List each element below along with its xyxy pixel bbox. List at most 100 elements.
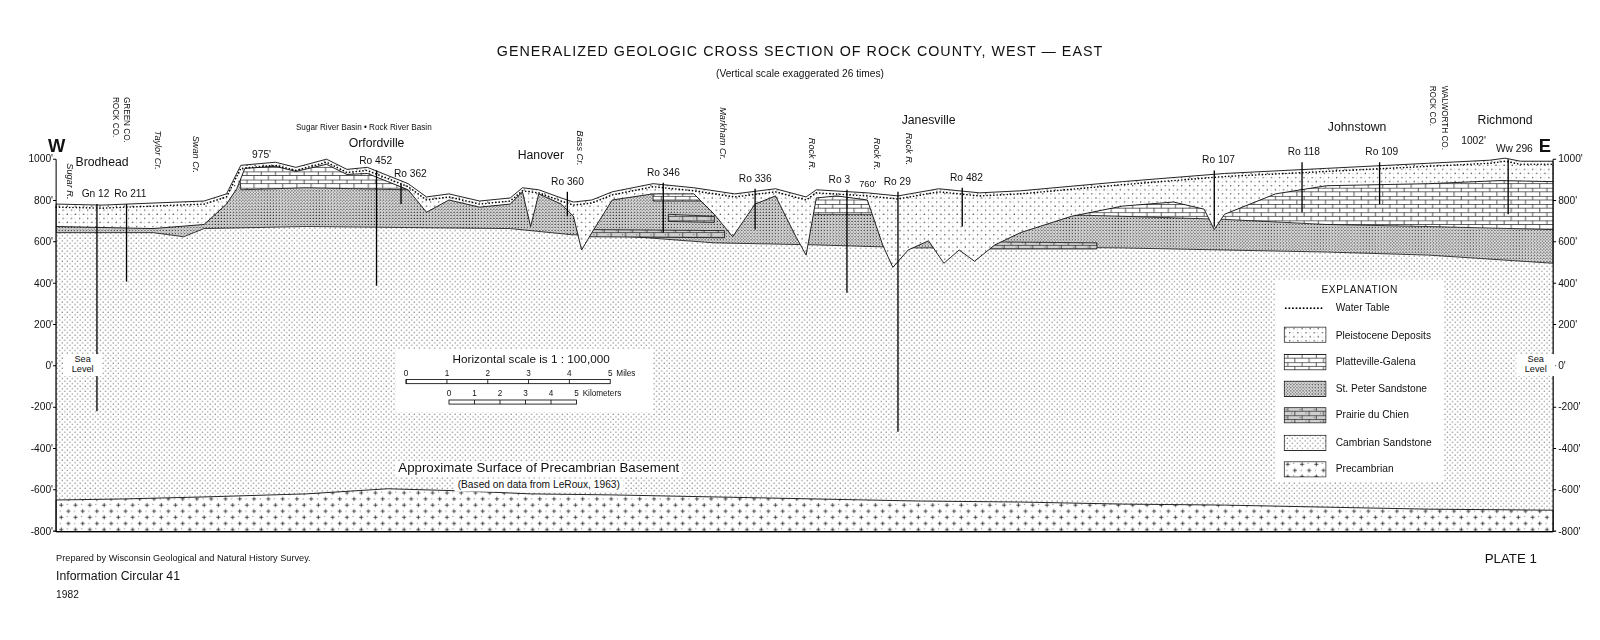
river-or-county-label: ROCK CO. xyxy=(1427,86,1436,126)
map-label: 0' xyxy=(45,360,53,372)
river-or-county-label: GREEN CO. xyxy=(122,97,131,143)
map-label: 400' xyxy=(34,277,53,289)
bedrock-surface xyxy=(56,164,1553,267)
map-label: Information Circular 41 xyxy=(56,569,180,583)
map-label: 1 xyxy=(472,389,477,398)
map-label: -200' xyxy=(1558,401,1580,413)
cambrian-sandstone xyxy=(56,102,1553,532)
map-label: -600' xyxy=(1558,484,1580,496)
prairie-du-chien xyxy=(985,242,1097,249)
river-or-county-label: Swan Cr. xyxy=(190,136,201,173)
legend-box: EXPLANATIONWater TablePleistocene Deposi… xyxy=(1276,280,1444,482)
map-label: E xyxy=(1539,136,1551,157)
map-label: Hanover xyxy=(518,149,564,163)
map-label: 1000' xyxy=(28,153,53,165)
title-text: GENERALIZED GEOLOGIC CROSS SECTION OF RO… xyxy=(497,43,1103,59)
legend-item: St. Peter Sandstone xyxy=(1284,379,1427,397)
river-or-county-label: ROCK CO. xyxy=(111,97,120,137)
map-label: 200' xyxy=(1558,318,1577,330)
water-table xyxy=(56,161,1553,208)
map-label: 975' xyxy=(252,149,271,161)
water-table-sample xyxy=(1286,307,1325,309)
frame-axes xyxy=(53,159,1556,531)
river-or-county-label: Taylor Cr. xyxy=(153,131,164,170)
prairie-du-chien xyxy=(587,230,725,238)
map-label: 2 xyxy=(498,389,503,398)
map-label: Ro 346 xyxy=(647,166,680,178)
legend-swatch xyxy=(1284,434,1327,450)
map-label: Ro 3 xyxy=(829,173,851,185)
legend-text: Pleistocene Deposits xyxy=(1336,329,1431,341)
river-or-county-label: Rock R. xyxy=(904,133,915,166)
map-label: 0 xyxy=(447,389,452,398)
map-label: Richmond xyxy=(1478,114,1533,128)
map-label: 0' xyxy=(1558,360,1566,372)
map-label: Ro 360 xyxy=(551,176,584,188)
legend-text: Prairie du Chien xyxy=(1336,410,1409,422)
map-label: 1982 xyxy=(56,589,79,601)
map-label: -800' xyxy=(31,525,53,537)
map-label: 760' xyxy=(859,179,876,190)
pattern-sample xyxy=(1284,462,1326,477)
map-label: Janesville xyxy=(902,114,956,128)
map-label: 3 xyxy=(526,368,531,377)
map-label: Ro 336 xyxy=(739,172,772,184)
legend-text: Cambrian Sandstone xyxy=(1336,436,1432,448)
river-or-county-label: Rock R. xyxy=(872,138,883,171)
legend-item: Pleistocene Deposits xyxy=(1284,326,1431,344)
map-label: -800' xyxy=(1558,525,1580,537)
map-label: Ro 29 xyxy=(884,176,911,188)
map-label: Ro 211 xyxy=(114,188,146,200)
map-label: Johnstown xyxy=(1328,120,1387,134)
pattern-sample xyxy=(1284,327,1326,342)
legend-swatch xyxy=(1284,354,1327,370)
map-label: Ww 296 xyxy=(1496,143,1533,155)
legend-swatch xyxy=(1284,381,1327,397)
map-label: 1 xyxy=(445,368,450,377)
map-label: Prepared by Wisconsin Geological and Nat… xyxy=(56,553,311,564)
legend-text: Precambrian xyxy=(1336,463,1394,475)
map-label: (Vertical scale exaggerated 26 times) xyxy=(716,67,884,79)
map-label: 1000' xyxy=(1558,153,1583,165)
map-label: Sea Level xyxy=(1516,354,1555,375)
map-label: 4 xyxy=(549,389,554,398)
map-label: 4 xyxy=(567,368,572,377)
map-label: Ro 107 xyxy=(1202,154,1235,166)
map-label: Ro 482 xyxy=(950,171,983,183)
platteville-galena xyxy=(1041,102,1553,230)
map-label: 800' xyxy=(1558,194,1577,206)
legend-item: Platteville-Galena xyxy=(1284,353,1416,371)
map-label: 600' xyxy=(1558,236,1577,248)
legend-swatch xyxy=(1284,300,1327,316)
river-or-county-label: Rock R. xyxy=(807,138,818,171)
scale-box: Horizontal scale is 1 : 100,000 xyxy=(396,349,666,412)
map-label: Ro 109 xyxy=(1365,146,1398,158)
river-or-county-label: WALWORTH CO. xyxy=(1439,86,1448,150)
map-label: 2 xyxy=(485,368,490,377)
map-label: Orfordville xyxy=(349,137,405,151)
map-label: 5 xyxy=(574,389,579,398)
prairie-du-chien xyxy=(668,214,714,222)
precambrian-basement xyxy=(56,489,1553,532)
map-label: Sea Level xyxy=(63,354,102,375)
map-label: 5 xyxy=(608,368,613,377)
river-or-county-label: Sugar R. xyxy=(65,163,76,199)
legend-item: Water Table xyxy=(1284,299,1390,317)
legend-item: Prairie du Chien xyxy=(1284,406,1409,424)
map-label: 400' xyxy=(1558,277,1577,289)
map-label: Ro 362 xyxy=(394,167,427,179)
bedrock-layers xyxy=(56,102,1553,532)
legend-item: Cambrian Sandstone xyxy=(1284,433,1432,451)
pattern-sample xyxy=(1284,408,1326,423)
map-label: (Based on data from LeRoux, 1963) xyxy=(455,479,623,491)
pattern-sample xyxy=(1284,354,1326,369)
map-label: -400' xyxy=(1558,442,1580,454)
map-label: -200' xyxy=(31,401,53,413)
st-peter-sandstone xyxy=(56,102,1553,263)
map-label: Miles xyxy=(616,368,635,377)
box-heading: Horizontal scale is 1 : 100,000 xyxy=(396,349,666,367)
legend-text: Platteville-Galena xyxy=(1336,356,1416,368)
platteville-galena xyxy=(235,102,434,192)
legend-swatch xyxy=(1284,461,1327,477)
